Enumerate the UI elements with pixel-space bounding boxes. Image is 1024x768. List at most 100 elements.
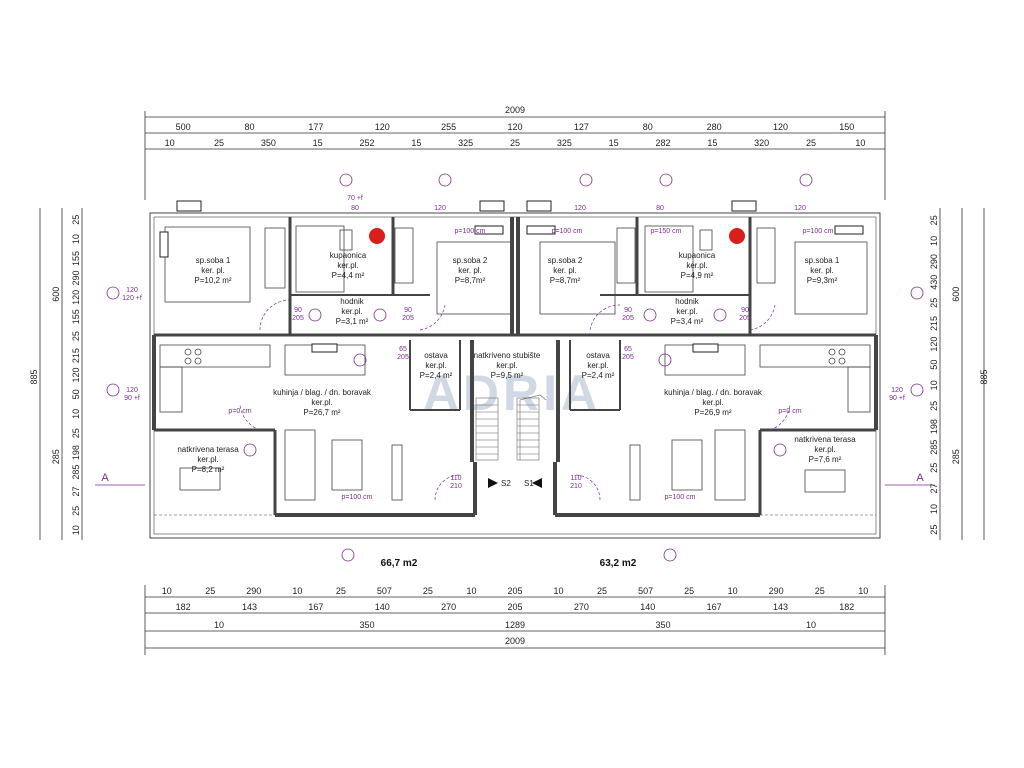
room-area: P=4,9 m² (681, 271, 714, 280)
dim-bottom-value: 25 (423, 586, 433, 596)
dim-left-value: 27 (71, 486, 81, 496)
svg-text:120 +f: 120 +f (122, 295, 142, 302)
room-name: natkrivena terasa (177, 445, 239, 454)
room-area: P=3,4 m² (671, 317, 704, 326)
unit-area-left: 66,7 m2 (381, 558, 418, 569)
svg-text:80: 80 (351, 205, 359, 212)
dim-left-value: 285 (51, 449, 61, 464)
dim-right-value: 10 (929, 236, 939, 246)
dim-top-value: 80 (643, 122, 653, 132)
svg-text:65: 65 (399, 346, 407, 353)
svg-text:90: 90 (294, 307, 302, 314)
dim-bottom-value: 507 (638, 586, 653, 596)
top-dimensions (144, 111, 886, 200)
dim-top-value: 177 (308, 122, 323, 132)
bottom-dimensions (144, 585, 886, 655)
svg-text:120: 120 (891, 387, 903, 394)
dim-top-value: 80 (245, 122, 255, 132)
dim-right-value: 215 (929, 316, 939, 331)
dim-bottom-value: 270 (574, 602, 589, 612)
svg-text:205: 205 (397, 354, 409, 361)
stairs-treads (475, 394, 547, 461)
dim-top-value: 120 (375, 122, 390, 132)
dim-left-value: 155 (71, 309, 81, 324)
dim-left-value: 25 (71, 506, 81, 516)
room-floor: ker.pl. (341, 307, 362, 316)
room-floor: ker.pl. (425, 361, 446, 370)
dim-right-value: 285 (951, 449, 961, 464)
room-name: natkrivena terasa (794, 435, 856, 444)
dim-bottom-value: 350 (359, 620, 374, 630)
room-name: ostava (424, 351, 448, 360)
dim-left-value: 10 (71, 409, 81, 419)
svg-text:120: 120 (794, 205, 806, 212)
dim-right-value: 25 (929, 298, 939, 308)
room-floor: ker.pl. (702, 398, 723, 407)
dim-right-value: 50 (929, 360, 939, 370)
dim-top-value: 25 (806, 138, 816, 148)
stair-direction: S2 S1 (488, 478, 542, 488)
room-area: P=2,4 m² (420, 371, 453, 380)
room-floor: ker. pl. (201, 266, 225, 275)
dim-top-total: 2009 (505, 105, 525, 115)
dim-left-value: 25 (71, 428, 81, 438)
dim-left-value: 120 (71, 367, 81, 382)
boiler-icon (729, 228, 745, 244)
dim-right-value: 10 (929, 380, 939, 390)
dim-left-value: 198 (71, 445, 81, 460)
room-floor: ker.pl. (496, 361, 517, 370)
svg-text:120: 120 (434, 205, 446, 212)
dim-bottom-value: 507 (377, 586, 392, 596)
room-floor: ker.pl. (686, 261, 707, 270)
walls (149, 212, 881, 539)
dim-top-value: 120 (773, 122, 788, 132)
dim-bottom-value: 10 (162, 586, 172, 596)
room-name: hodnik (340, 297, 365, 306)
stair-s2-label: S2 (501, 479, 511, 488)
dim-bottom-value: 25 (205, 586, 215, 596)
dim-bottom-value: 10 (466, 586, 476, 596)
room-name: kuhinja / blag. / dn. boravak (273, 388, 372, 397)
dim-top-value: 127 (574, 122, 589, 132)
svg-text:205: 205 (402, 315, 414, 322)
room-area: P=26,7 m² (303, 408, 340, 417)
dim-right-value: 198 (929, 419, 939, 434)
room-area: P=9,3m² (807, 276, 838, 285)
opening-labels: 80 70 +f 120 120 80 120 120 120 +f 120 9… (122, 195, 905, 501)
svg-text:p=100 cm: p=100 cm (455, 228, 486, 235)
dim-bottom-value: 25 (684, 586, 694, 596)
room-floor: ker.pl. (676, 307, 697, 316)
dim-top-value: 325 (557, 138, 572, 148)
dim-left-value: 25 (71, 331, 81, 341)
dim-right-value: 10 (929, 504, 939, 514)
svg-text:90 +f: 90 +f (124, 395, 140, 402)
svg-text:210: 210 (570, 483, 582, 490)
dim-right-outer: 885 (979, 369, 989, 384)
room-name: hodnik (675, 297, 700, 306)
room-floor: ker. pl. (553, 266, 577, 275)
dim-bottom-value: 25 (597, 586, 607, 596)
dim-bottom-value: 25 (815, 586, 825, 596)
svg-text:205: 205 (622, 315, 634, 322)
dim-top-value: 320 (754, 138, 769, 148)
dim-right-value: 25 (929, 215, 939, 225)
svg-text:p=100 cm: p=100 cm (665, 494, 696, 501)
svg-text:65: 65 (624, 346, 632, 353)
room-name: sp.soba 1 (805, 256, 840, 265)
dim-bottom-value: 1289 (505, 620, 525, 630)
room-floor: ker.pl. (311, 398, 332, 407)
unit-area-right: 63,2 m2 (600, 558, 637, 569)
radiator-icons (159, 200, 864, 353)
dim-top-value: 325 (458, 138, 473, 148)
section-a-right: A (916, 472, 924, 484)
dim-bottom-value: 25 (336, 586, 346, 596)
svg-text:120: 120 (574, 205, 586, 212)
room-name: sp.soba 2 (453, 256, 488, 265)
